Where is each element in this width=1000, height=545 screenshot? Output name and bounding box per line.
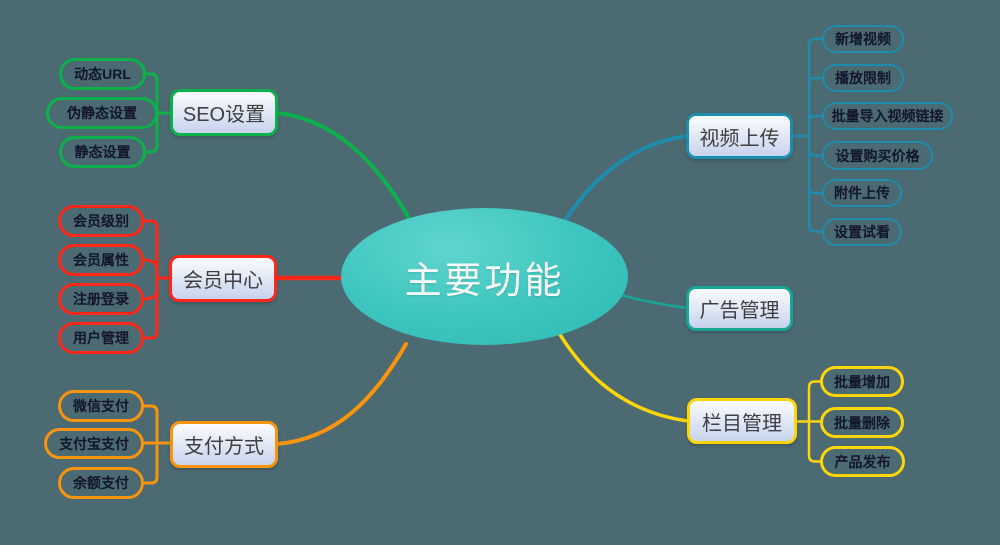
central-topic[interactable]: 主要功能 [341, 208, 628, 345]
subtopic-user-management[interactable]: 用户管理 [58, 322, 144, 354]
topic-column-management[interactable]: 栏目管理 [687, 398, 797, 444]
subtopic-set-purchase-price[interactable]: 设置购买价格 [822, 141, 933, 170]
topic-seo-settings[interactable]: SEO设置 [170, 89, 278, 136]
subtopic-pseudo-static[interactable]: 伪静态设置 [46, 97, 158, 129]
child-lines-seo [144, 72, 173, 154]
subtopic-static-settings[interactable]: 静态设置 [59, 136, 146, 168]
subtopic-add-video[interactable]: 新增视频 [822, 25, 904, 53]
topic-video-upload[interactable]: 视频上传 [686, 113, 793, 159]
topic-ad-management[interactable]: 广告管理 [686, 286, 793, 331]
subtopic-wechat-pay[interactable]: 微信支付 [58, 390, 144, 422]
branch-line-column [557, 331, 690, 423]
branch-line-video [564, 134, 689, 221]
subtopic-alipay[interactable]: 支付宝支付 [44, 428, 144, 459]
child-lines-member [142, 219, 173, 340]
subtopic-set-preview[interactable]: 设置试看 [822, 218, 902, 246]
subtopic-batch-add[interactable]: 批量增加 [820, 366, 904, 397]
subtopic-play-limit[interactable]: 播放限制 [822, 64, 904, 92]
subtopic-attachment-upload[interactable]: 附件上传 [822, 179, 902, 207]
branch-line-ad [618, 293, 689, 310]
branch-line-payment [275, 342, 408, 446]
child-lines-payment [142, 404, 173, 485]
subtopic-dynamic-url[interactable]: 动态URL [59, 58, 146, 90]
subtopic-batch-import-links[interactable]: 批量导入视频链接 [822, 102, 953, 130]
subtopic-balance-pay[interactable]: 余额支付 [58, 467, 144, 499]
child-lines-column [796, 380, 823, 463]
subtopic-batch-delete[interactable]: 批量删除 [820, 407, 904, 438]
subtopic-product-publish[interactable]: 产品发布 [820, 446, 905, 477]
subtopic-member-attribute[interactable]: 会员属性 [58, 244, 144, 276]
child-lines-video [792, 37, 825, 233]
topic-payment-methods[interactable]: 支付方式 [170, 421, 278, 468]
topic-member-center[interactable]: 会员中心 [169, 255, 277, 302]
subtopic-member-level[interactable]: 会员级别 [58, 205, 144, 237]
subtopic-register-login[interactable]: 注册登录 [58, 283, 144, 315]
branch-line-seo [276, 111, 412, 222]
